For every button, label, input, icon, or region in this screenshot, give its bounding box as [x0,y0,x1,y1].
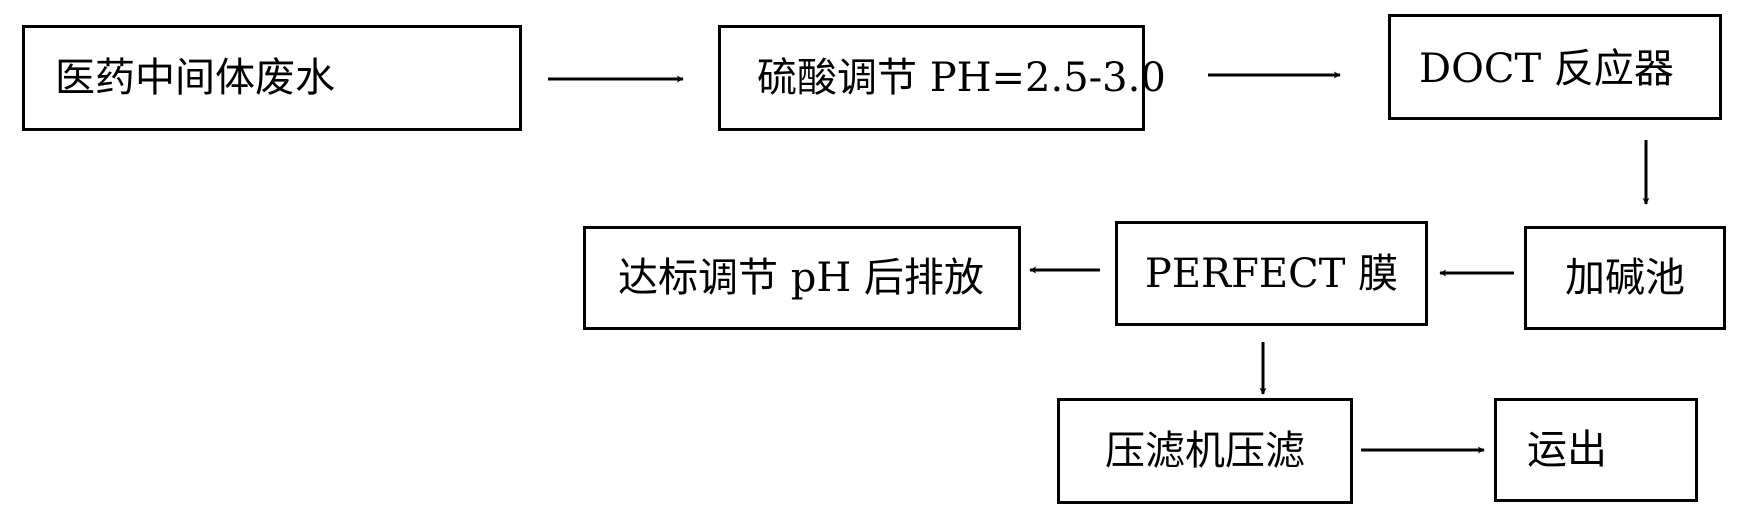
node-filter-press-label: 压滤机压滤 [1105,428,1305,474]
node-wastewater-label: 医药中间体废水 [55,55,335,101]
node-perfect-membrane: PERFECT 膜 [1115,221,1428,326]
node-transport-out: 运出 [1494,398,1698,502]
node-perfect-membrane-label: PERFECT 膜 [1144,251,1399,297]
node-transport-out-label: 运出 [1527,427,1607,473]
node-acid-adjust-label: 硫酸调节 PH=2.5-3.0 [757,55,1166,101]
node-alkali-tank-label: 加碱池 [1565,255,1685,301]
node-discharge-label: 达标调节 pH 后排放 [618,255,984,301]
node-discharge: 达标调节 pH 后排放 [583,226,1021,330]
node-wastewater: 医药中间体废水 [22,25,522,131]
node-acid-adjust: 硫酸调节 PH=2.5-3.0 [718,25,1166,131]
node-doct-reactor-label: DOCT 反应器 [1419,46,1674,92]
node-filter-press: 压滤机压滤 [1057,398,1353,504]
node-doct-reactor: DOCT 反应器 [1388,14,1722,120]
node-alkali-tank: 加碱池 [1524,226,1726,330]
